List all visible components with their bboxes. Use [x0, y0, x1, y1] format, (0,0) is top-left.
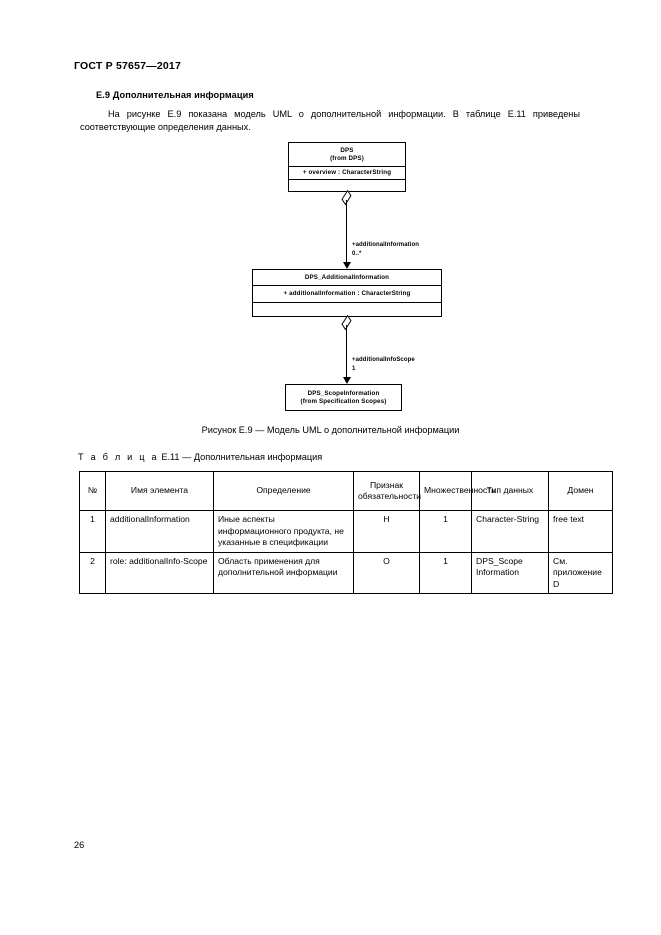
uml-class-name: DPS: [340, 146, 354, 154]
uml-class-name-compartment: DPS (from DPS): [289, 143, 405, 166]
column-header-multiplicity: Множественность: [419, 471, 496, 511]
association-line: [346, 325, 347, 379]
table-row: 1 additionalInformation Иные аспекты инф…: [79, 510, 613, 553]
column-header-datatype: Тип данных: [471, 471, 549, 511]
cell-element-name: additionalInformation: [105, 510, 214, 553]
running-head: ГОСТ Р 57657—2017: [74, 60, 182, 72]
uml-class-stereotype: (from DPS): [330, 154, 364, 162]
data-table: № Имя элемента Определение Признак обяза…: [79, 471, 613, 594]
cell-domain: free text: [548, 510, 613, 553]
uml-class-name-compartment: DPS_AdditionalInformation: [253, 270, 441, 285]
association-label-additional-info-scope: +additionalInfoScope 1: [352, 356, 415, 373]
section-paragraph: На рисунке E.9 показана модель UML о доп…: [80, 109, 580, 132]
cell-element-name: role: additionalInfo-Scope: [105, 551, 214, 594]
cell-datatype: Character-String: [471, 510, 549, 553]
uml-attribute-compartment: + additionalInformation : CharacterStrin…: [253, 285, 441, 302]
uml-attribute: + overview : CharacterString: [302, 169, 392, 176]
column-header-element-name: Имя элемента: [105, 471, 214, 511]
column-header-number: №: [79, 471, 106, 511]
cell-datatype: DPS_Scope Information: [471, 551, 549, 594]
uml-attribute-compartment: + overview : CharacterString: [289, 166, 405, 179]
uml-diagram: DPS (from DPS) + overview : CharacterStr…: [0, 138, 661, 423]
cell-definition: Область применения для дополнительной ин…: [213, 551, 354, 594]
uml-class-name: DPS_AdditionalInformation: [304, 273, 390, 281]
uml-class-name-compartment: DPS_ScopeInformation (from Specification…: [286, 385, 401, 410]
cell-multiplicity: 1: [419, 551, 472, 594]
association-role: +additionalInfoScope: [352, 357, 415, 363]
uml-class-dps: DPS (from DPS) + overview : CharacterStr…: [288, 142, 406, 192]
figure-caption: Рисунок E.9 — Модель UML о дополнительно…: [201, 425, 460, 435]
table-title: Т а б л и ц а E.11 — Дополнительная инфо…: [78, 452, 322, 462]
association-multiplicity: 0..*: [352, 250, 362, 257]
association-label-additional-information: +additionalInformation 0..*: [352, 241, 419, 258]
uml-operation-compartment: [289, 179, 405, 191]
cell-multiplicity: 1: [419, 510, 472, 553]
section-heading: E.9 Дополнительная информация: [96, 90, 254, 100]
column-header-obligation: Признак обязательности: [353, 471, 421, 511]
table-header-row: № Имя элемента Определение Признак обяза…: [79, 471, 613, 511]
cell-obligation: О: [353, 551, 420, 594]
uml-class-stereotype: (from Specification Scopes): [300, 397, 387, 405]
uml-class-name: DPS_ScopeInformation: [307, 389, 380, 397]
cell-obligation: Н: [353, 510, 420, 553]
cell-domain: См. приложение D: [548, 551, 613, 594]
column-header-definition: Определение: [213, 471, 354, 511]
cell-definition: Иные аспекты информационного продукта, н…: [213, 510, 354, 553]
page-number: 26: [74, 840, 85, 850]
uml-operation-compartment: [253, 302, 441, 316]
association-arrow-icon: [342, 377, 351, 384]
association-line: [346, 200, 347, 264]
uml-attribute: + additionalInformation : CharacterStrin…: [283, 290, 411, 297]
cell-number: 1: [79, 510, 106, 553]
table-title-label: Т а б л и ц а: [78, 452, 159, 462]
association-arrow-icon: [342, 262, 351, 269]
cell-number: 2: [79, 551, 106, 594]
association-multiplicity: 1: [352, 365, 356, 372]
table-title-rest: E.11 — Дополнительная информация: [161, 452, 323, 462]
column-header-domain: Домен: [548, 471, 613, 511]
uml-class-dps-additional-information: DPS_AdditionalInformation + additionalIn…: [252, 269, 442, 317]
uml-class-dps-scope-information: DPS_ScopeInformation (from Specification…: [285, 384, 402, 411]
association-role: +additionalInformation: [352, 242, 420, 248]
table-row: 2 role: additionalInfo-Scope Область при…: [79, 551, 613, 594]
